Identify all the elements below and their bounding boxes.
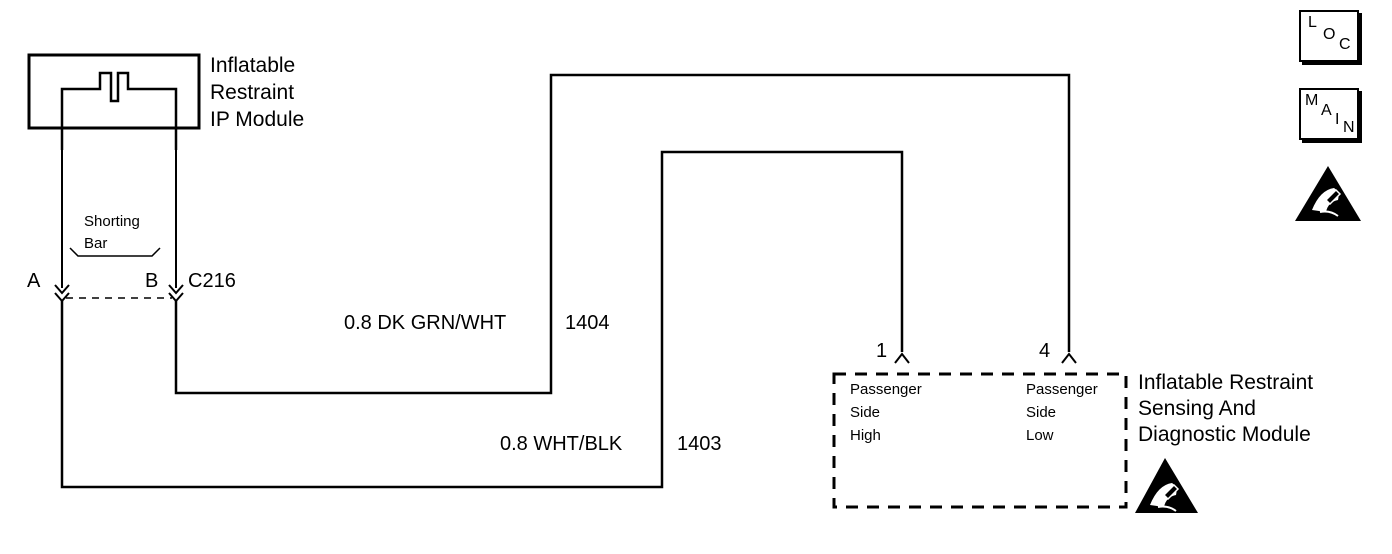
shorting-bar-bracket	[69, 247, 161, 257]
main-button-letter: A	[1321, 102, 1332, 119]
ip-module-name-line: IP Module	[210, 108, 305, 131]
sdm-box	[832, 372, 1128, 509]
sdm-pin-1-number: 1	[876, 340, 888, 362]
loc-button[interactable]: L O C	[1299, 10, 1359, 62]
sdm-pin-1-description: Passenger Side High	[850, 378, 922, 447]
main-button-letter: M	[1305, 92, 1319, 109]
ip-module-box	[27, 53, 201, 130]
ip-module-name-line: Inflatable	[210, 54, 296, 77]
sdm-terminal-1	[894, 352, 910, 364]
wire-1404	[174, 73, 1071, 395]
connector-pin-a-label: A	[27, 270, 41, 292]
sdm-name: Inflatable Restraint Sensing And Diagnos…	[1138, 370, 1313, 448]
sdm-pin-4-description-line: Low	[1026, 427, 1054, 444]
sdm-pin-4-description-line: Side	[1026, 404, 1057, 421]
sdm-pin-1-description-line: Side	[850, 404, 881, 421]
sdm-terminal-4	[1061, 352, 1077, 364]
sdm-pin-1-description-line: Passenger	[850, 381, 922, 398]
wire-1404-circuit-label: 1404	[565, 312, 610, 334]
loc-button-letter: O	[1323, 26, 1336, 43]
sdm-name-line: Diagnostic Module	[1138, 423, 1311, 446]
sdm-name-line: Sensing And	[1138, 397, 1256, 420]
wire-1404-color-label: 0.8 DK GRN/WHT	[344, 312, 507, 334]
esd-warning-icon	[1295, 166, 1361, 221]
shorting-bar-label: Shorting Bar	[84, 211, 140, 255]
connector-pin-b-label: B	[145, 270, 159, 292]
sdm-pin-4-number: 4	[1039, 340, 1051, 362]
connector-name-label: C216	[188, 270, 236, 292]
squib-element	[60, 71, 178, 150]
loc-button-letter: C	[1339, 36, 1351, 53]
wire-1403-color-label: 0.8 WHT/BLK	[500, 433, 623, 455]
sdm-name-line: Inflatable Restraint	[1138, 371, 1314, 394]
ip-module-name: Inflatable Restraint IP Module	[210, 52, 304, 133]
connector-terminal-a	[54, 284, 70, 295]
connector-terminal-b	[168, 284, 184, 295]
main-button-letter: I	[1335, 111, 1340, 128]
main-button[interactable]: M A I N	[1299, 88, 1359, 140]
sdm-pin-1-description-line: High	[850, 427, 881, 444]
shorting-bar-label-line: Bar	[84, 235, 108, 252]
ip-module-name-line: Restraint	[210, 81, 295, 104]
wire-1403-circuit-label: 1403	[677, 433, 722, 455]
shorting-bar-label-line: Shorting	[84, 213, 140, 230]
sdm-pin-4-description-line: Passenger	[1026, 381, 1098, 398]
esd-warning-icon	[1135, 458, 1198, 513]
main-button-letter: N	[1343, 119, 1355, 136]
sdm-pin-4-description: Passenger Side Low	[1026, 378, 1098, 447]
wire-1403	[60, 150, 904, 489]
loc-button-letter: L	[1308, 14, 1317, 31]
